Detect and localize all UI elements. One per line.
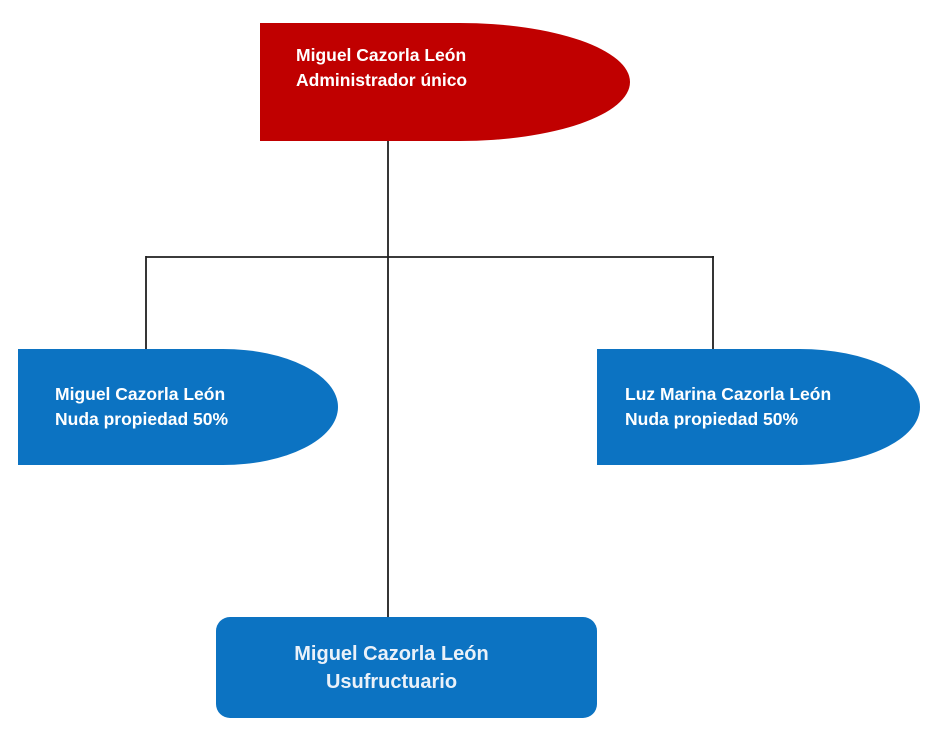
node-nuda-propiedad-right[interactable]: Luz Marina Cazorla León Nuda propiedad 5… <box>597 349 920 465</box>
node-usufructuario-name: Miguel Cazorla León <box>294 642 489 665</box>
node-usufructuario[interactable]: Miguel Cazorla León Usufructuario <box>216 617 597 718</box>
node-nuda-propiedad-left[interactable]: Miguel Cazorla León Nuda propiedad 50% <box>18 349 338 465</box>
node-nuda-right-role: Nuda propiedad 50% <box>625 409 799 429</box>
node-nuda-right-name: Luz Marina Cazorla León <box>625 384 832 404</box>
node-administrador-role: Administrador único <box>296 70 468 90</box>
node-administrador[interactable]: Miguel Cazorla León Administrador único <box>260 23 630 141</box>
node-administrador-name: Miguel Cazorla León <box>296 45 467 65</box>
node-nuda-left-name: Miguel Cazorla León <box>55 384 226 404</box>
node-nuda-left-role: Nuda propiedad 50% <box>55 409 229 429</box>
node-usufructuario-role: Usufructuario <box>325 670 458 693</box>
